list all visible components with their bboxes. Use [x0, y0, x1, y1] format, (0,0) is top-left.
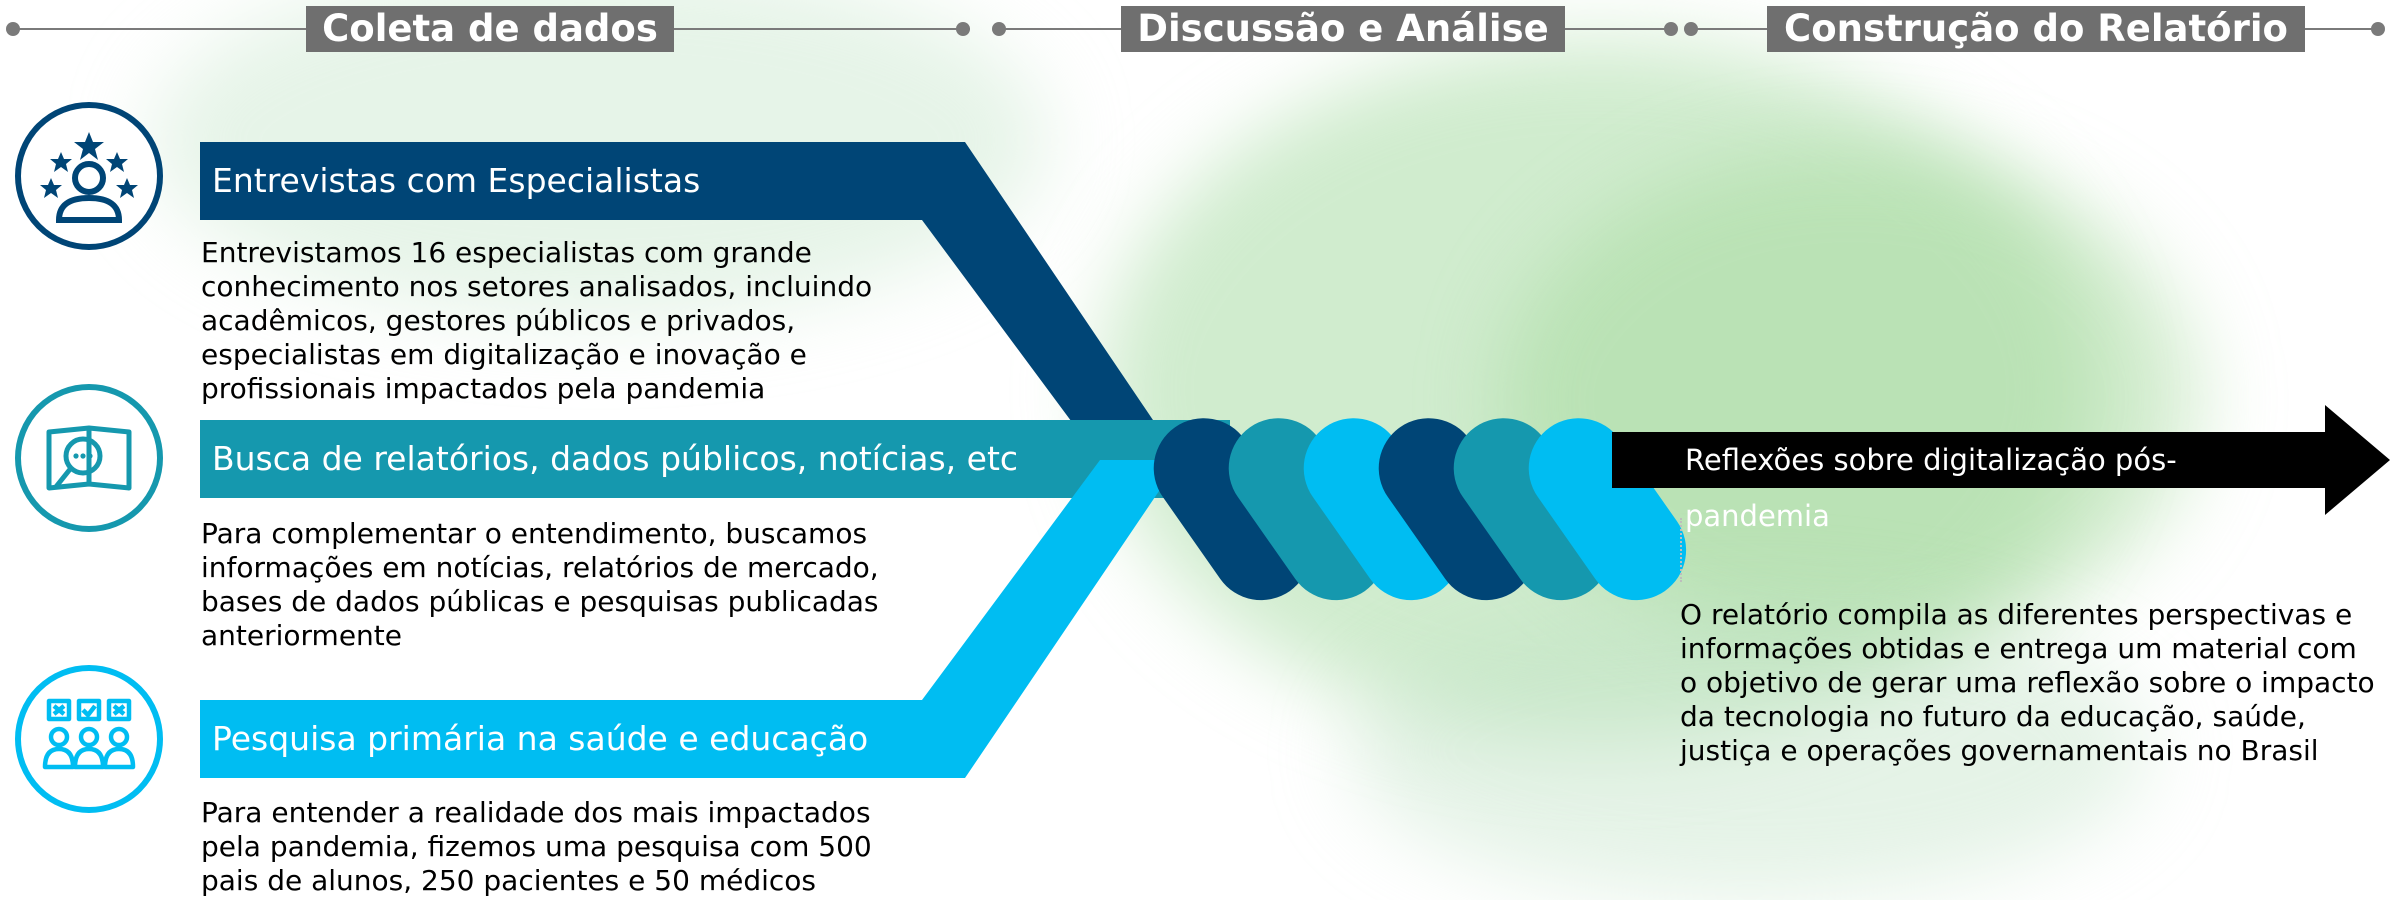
timeline-dot	[2371, 22, 2385, 36]
research-branch	[200, 420, 1230, 498]
source-title-experts: Entrevistas com Especialistas	[212, 161, 701, 200]
timeline-dot	[956, 22, 970, 36]
phase-title-discussao: Discussão e Análise	[1121, 6, 1565, 52]
output-connector	[1680, 518, 1682, 582]
book-search-icon	[15, 384, 163, 532]
braid-rope	[1153, 418, 1687, 601]
expert-stars-icon	[15, 102, 163, 250]
expert-branch	[200, 142, 1180, 460]
source-description-research: Para complementar o entendimento, buscam…	[201, 517, 879, 652]
survey-branch	[200, 460, 1180, 778]
source-title-research: Busca de relatórios, dados públicos, not…	[212, 439, 1019, 478]
source-description-experts: Entrevistamos 16 especialistas com grand…	[201, 236, 873, 405]
output-description: O relatório compila as diferentes perspe…	[1680, 598, 2375, 767]
phase-title-construcao: Construção do Relatório	[1767, 6, 2305, 52]
survey-people-icon	[15, 665, 163, 813]
source-title-survey: Pesquisa primária na saúde e educação	[212, 719, 869, 758]
output-arrow	[1612, 405, 2390, 515]
source-description-survey: Para entender a realidade dos mais impac…	[201, 796, 872, 897]
timeline-dot	[1664, 22, 1678, 36]
phase-title-coleta: Coleta de dados	[306, 6, 674, 52]
output-label: Reflexões sobre digitalização pós-pandem…	[1685, 443, 2177, 533]
